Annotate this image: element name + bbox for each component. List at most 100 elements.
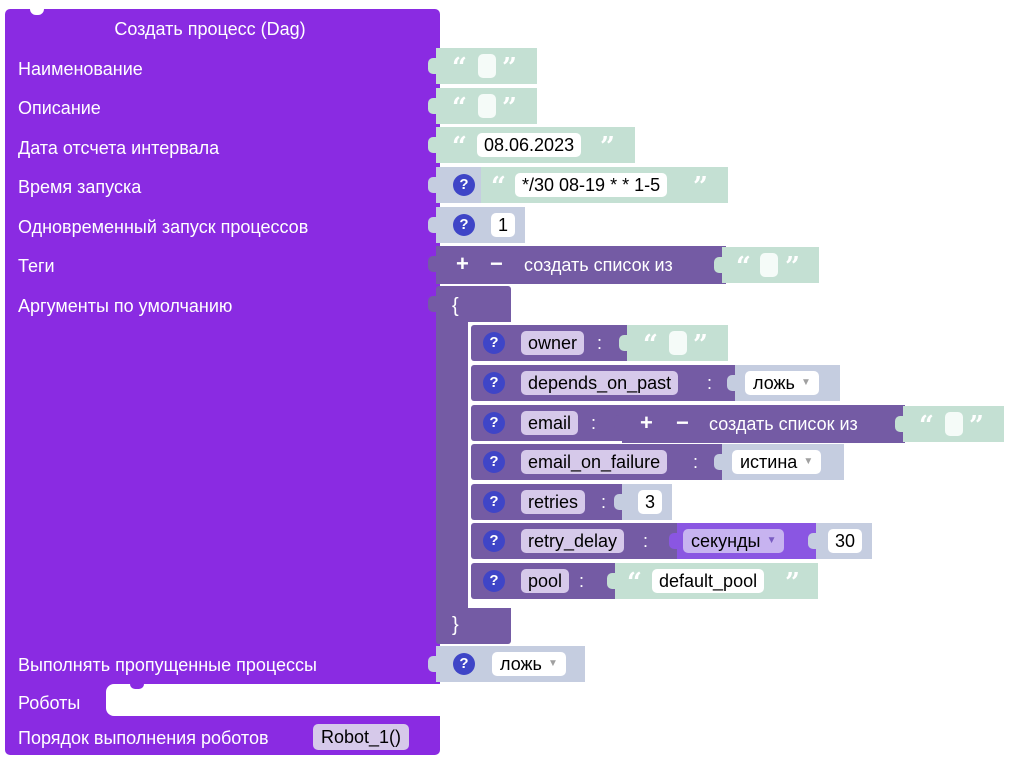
email-on-failure-key[interactable]: email_on_failure — [521, 450, 668, 474]
label-schedule: Время запуска — [18, 177, 142, 197]
close-quote-icon: ” — [785, 252, 800, 282]
label-max-active: Одновременный запуск процессов — [18, 217, 309, 237]
block-notch — [30, 9, 44, 15]
max-active-input[interactable]: 1 — [491, 213, 516, 237]
colon: : — [597, 333, 603, 353]
owner-text-block[interactable]: “ ” — [619, 325, 728, 361]
open-quote-icon: “ — [919, 411, 934, 441]
schedule-input[interactable]: */30 08-19 * * 1-5 — [515, 173, 668, 197]
tags-list-block[interactable]: + − создать список из — [428, 246, 726, 284]
start-date-text-block[interactable]: “ 08.06.2023 ” — [428, 127, 635, 163]
robots-slot[interactable] — [106, 684, 440, 716]
pair-depends-on-past[interactable]: ? depends_on_past : — [471, 365, 739, 401]
depends-on-past-dropdown[interactable]: ложь▼ — [745, 371, 819, 395]
colon: : — [579, 571, 585, 591]
robot-order-field[interactable]: Robot_1() — [313, 724, 410, 750]
retries-number-block[interactable]: 3 — [614, 484, 672, 520]
close-quote-icon: ” — [600, 132, 615, 162]
retry-delay-key[interactable]: retry_delay — [521, 529, 625, 553]
pair-email[interactable]: ? email : — [471, 405, 626, 441]
minus-icon[interactable]: − — [676, 410, 689, 435]
email-on-failure-dropdown[interactable]: истина▼ — [732, 450, 822, 474]
plus-icon[interactable]: + — [640, 410, 653, 435]
tags-item-text-block[interactable]: “ ” — [714, 247, 819, 283]
help-icon[interactable]: ? — [453, 653, 475, 675]
catchup-dropdown[interactable]: ложь▼ — [492, 652, 566, 676]
close-quote-icon: ” — [693, 172, 708, 202]
list-label: создать список из — [709, 414, 858, 434]
list-label: создать список из — [524, 255, 673, 275]
close-quote-icon: ” — [785, 568, 800, 598]
help-icon[interactable]: ? — [483, 451, 505, 473]
email-key[interactable]: email — [521, 411, 579, 435]
close-quote-icon: ” — [693, 330, 708, 360]
pool-text-block[interactable]: “ default_pool ” — [607, 563, 818, 599]
email-input[interactable] — [945, 412, 963, 436]
dropdown-arrow-icon: ▼ — [766, 535, 777, 546]
retries-input[interactable]: 3 — [638, 490, 663, 514]
open-quote-icon: “ — [452, 132, 467, 162]
pair-retry-delay[interactable]: ? retry_delay : — [471, 523, 681, 559]
retry-delay-duration-block[interactable]: секунды ▼ — [669, 523, 820, 559]
dropdown-arrow-icon: ▼ — [801, 377, 811, 388]
retry-delay-input[interactable]: 30 — [828, 529, 863, 553]
open-quote-icon: “ — [491, 172, 506, 202]
dict-open-brace: { — [452, 295, 459, 317]
description-text-block[interactable]: “ ” — [428, 88, 537, 124]
pair-pool[interactable]: ? pool : — [471, 563, 619, 599]
start-date-input[interactable]: 08.06.2023 — [477, 133, 582, 157]
help-icon[interactable]: ? — [483, 491, 505, 513]
retry-delay-unit-dropdown[interactable]: секунды ▼ — [683, 529, 785, 553]
dict-close-brace: } — [452, 614, 459, 636]
open-quote-icon: “ — [452, 93, 467, 123]
retry-delay-number-block[interactable]: 30 — [808, 523, 872, 559]
email-on-failure-bool-block[interactable]: истина▼ — [714, 444, 844, 480]
label-start-date: Дата отсчета интервала — [18, 138, 220, 158]
help-icon[interactable]: ? — [453, 174, 475, 196]
help-icon[interactable]: ? — [483, 372, 505, 394]
help-icon[interactable]: ? — [453, 214, 475, 236]
pair-owner[interactable]: ? owner : — [471, 325, 631, 361]
dropdown-arrow-icon: ▼ — [548, 658, 558, 669]
minus-icon[interactable]: − — [490, 251, 503, 276]
create-dag-block[interactable] — [5, 9, 440, 755]
plus-icon[interactable]: + — [456, 251, 469, 276]
depends-on-past-key[interactable]: depends_on_past — [521, 371, 679, 395]
email-item-text-block[interactable]: “ ” — [895, 406, 1004, 442]
depends-on-past-bool-block[interactable]: ложь▼ — [727, 365, 840, 401]
email-list-block[interactable]: + − создать список из — [614, 405, 905, 443]
label-catchup: Выполнять пропущенные процессы — [18, 655, 317, 675]
help-icon[interactable]: ? — [483, 570, 505, 592]
help-icon[interactable]: ? — [483, 412, 505, 434]
name-text-block[interactable]: “ ” — [428, 48, 537, 84]
label-robot-order: Порядок выполнения роботов — [18, 728, 269, 748]
help-icon[interactable]: ? — [483, 332, 505, 354]
pool-input[interactable]: default_pool — [652, 569, 765, 593]
open-quote-icon: “ — [627, 568, 642, 598]
colon: : — [591, 413, 597, 433]
description-input[interactable] — [478, 94, 496, 118]
colon: : — [643, 531, 649, 551]
max-active-block[interactable]: ? 1 — [428, 207, 525, 243]
dropdown-arrow-icon: ▼ — [803, 456, 814, 467]
owner-key[interactable]: owner — [521, 331, 585, 355]
colon: : — [707, 373, 713, 393]
tag-input[interactable] — [760, 253, 778, 277]
name-input[interactable] — [478, 54, 496, 78]
label-robots: Роботы — [18, 693, 81, 713]
catchup-block[interactable]: ? ложь▼ — [428, 646, 585, 682]
colon: : — [601, 492, 607, 512]
pair-retries[interactable]: ? retries : — [471, 484, 626, 520]
owner-input[interactable] — [669, 331, 687, 355]
dropdown-value: секунды — [691, 531, 761, 551]
pool-key[interactable]: pool — [521, 569, 570, 593]
help-icon[interactable]: ? — [483, 530, 505, 552]
retries-key[interactable]: retries — [521, 490, 586, 514]
open-quote-icon: “ — [452, 53, 467, 83]
label-description: Описание — [18, 98, 101, 118]
pair-email-on-failure[interactable]: ? email_on_failure : — [471, 444, 726, 480]
open-quote-icon: “ — [736, 252, 751, 282]
label-default-args: Аргументы по умолчанию — [18, 296, 233, 316]
schedule-text-block[interactable]: “ */30 08-19 * * 1-5 ” — [481, 167, 728, 203]
schedule-block[interactable]: ? “ */30 08-19 * * 1-5 ” — [428, 167, 728, 203]
